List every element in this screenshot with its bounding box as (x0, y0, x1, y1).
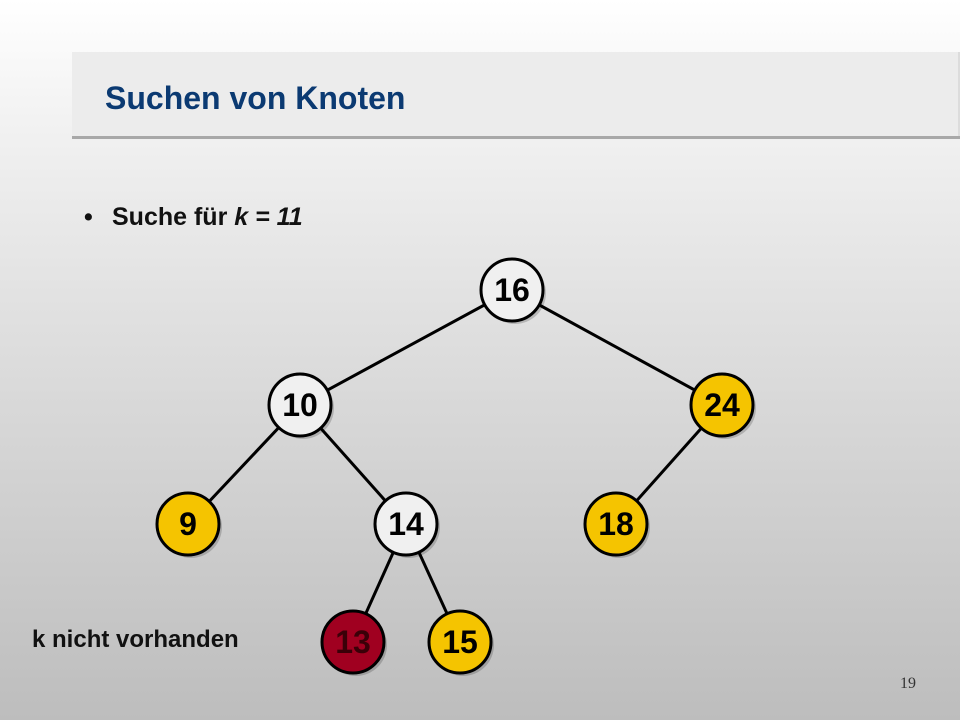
tree-node-16: 16 (479, 257, 546, 324)
tree-node-label: 15 (442, 624, 478, 660)
tree-node-label: 10 (282, 387, 318, 423)
tree-node-label: 18 (598, 506, 634, 542)
tree-node-circle (267, 372, 333, 438)
bullet-variable: k (234, 203, 249, 231)
tree-node-label: 14 (388, 506, 424, 542)
tree-node-15: 15 (427, 609, 494, 676)
tree-node-9: 9 (155, 491, 222, 558)
search-result-note: k nicht vorhanden (32, 626, 239, 653)
tree-node-14: 14 (373, 491, 440, 558)
tree-edge-16-10 (299, 288, 513, 407)
tree-node-label: 24 (704, 387, 740, 423)
tree-node-circle (373, 491, 439, 557)
tree-node-circle (689, 372, 755, 438)
tree-node-label: 16 (494, 272, 530, 308)
tree-node-10: 10 (267, 372, 334, 439)
bullet-prefix: Suche für (112, 203, 235, 231)
tree-node-13: 13 (320, 609, 387, 676)
tree-node-circle (155, 491, 221, 557)
tree-node-circle (427, 609, 493, 675)
tree-edge-16-24 (511, 288, 723, 407)
tree-node-18: 18 (583, 491, 650, 558)
tree-node-label: 9 (179, 506, 197, 542)
bullet-dot-icon: • (84, 203, 93, 231)
slide-title: Suchen von Knoten (105, 80, 406, 116)
tree-node-circle (583, 491, 649, 557)
bullet-value: = 11 (248, 203, 303, 231)
tree-node-circle (479, 257, 545, 323)
tree-node-24: 24 (689, 372, 756, 439)
tree-node-label: 13 (335, 624, 371, 660)
tree-node-circle (320, 609, 386, 675)
bullet-item: • Suche für k = 11 (84, 203, 303, 232)
page-number: 19 (900, 675, 916, 692)
title-bar: Suchen von Knoten (72, 52, 960, 139)
